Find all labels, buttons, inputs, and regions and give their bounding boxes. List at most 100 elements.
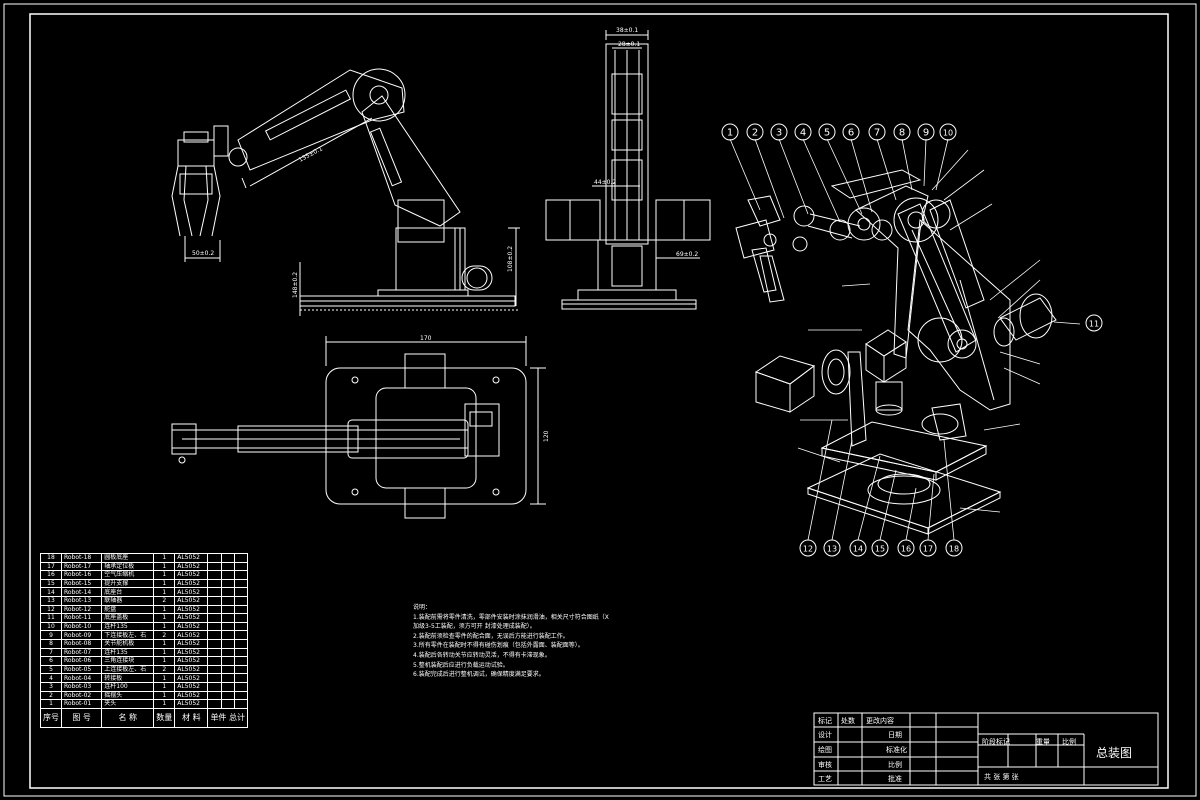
dim-side-length: 135±0.1 xyxy=(298,145,324,163)
bom-cell-mat: AL5052 xyxy=(174,664,209,675)
dim-side-height-right: 108±0.2 xyxy=(507,246,514,272)
bom-cell-code: Robot-09 xyxy=(60,630,103,640)
bom-cell-empty xyxy=(233,638,249,649)
outer-border xyxy=(3,3,1197,797)
balloon-circle xyxy=(842,123,860,141)
balloon-circle xyxy=(939,123,957,141)
dim-front-top2: 28±0.1 xyxy=(618,41,640,48)
bom-cell-name: 轴承定位板 xyxy=(101,561,155,572)
bom-cell-name: 转接板 xyxy=(101,673,155,683)
bom-cell-empty xyxy=(233,604,249,615)
bom-cell-empty xyxy=(220,570,235,580)
tb-sheet: 共 张 第 张 xyxy=(984,773,1019,781)
balloon-circle xyxy=(818,123,836,141)
dim-side-gripper: 50±0.2 xyxy=(192,250,214,257)
bom-cell-no: 9 xyxy=(40,630,62,640)
bom-cell-code: Robot-04 xyxy=(60,673,103,683)
bom-cell-empty xyxy=(207,570,222,580)
front-view xyxy=(545,30,711,310)
bom-cell-no: 14 xyxy=(40,587,62,597)
bom-cell-name: 联轴器 xyxy=(101,595,155,606)
notes-line: 3.所有零件在装配时不得有碰伤划痕（包括外露面、装配面等）。 xyxy=(413,642,584,650)
tb-process: 工艺 xyxy=(818,775,832,783)
bom-cell-name: 连杆100 xyxy=(101,681,155,692)
bom-cell-empty xyxy=(233,587,249,597)
bom-cell-empty xyxy=(220,699,235,709)
bom-cell-code: Robot-17 xyxy=(60,561,103,572)
inner-border xyxy=(29,13,1169,789)
bom-header-qty: 数量 xyxy=(153,707,176,728)
bom-cell-empty xyxy=(207,587,222,597)
title-block: 标记 处数 更改内容 设计 日期 绘图 标准化 审核 比例 工艺 批准 阶段标记… xyxy=(814,713,1158,785)
balloon-circle xyxy=(823,539,841,557)
bom-cell-empty xyxy=(220,587,235,597)
bom-cell-empty xyxy=(233,578,249,589)
bom-cell-code: Robot-03 xyxy=(60,681,103,692)
bom-cell-mat: AL5052 xyxy=(174,656,209,666)
balloon-circle xyxy=(721,123,739,141)
tb-change: 更改内容 xyxy=(866,717,894,725)
notes-title: 说明： xyxy=(413,604,432,611)
bom-cell-qty: 2 xyxy=(153,595,176,606)
bom-cell-empty xyxy=(207,673,222,683)
bom-cell-empty xyxy=(207,553,222,563)
bom-cell-code: Robot-11 xyxy=(60,613,103,623)
bom-cell-empty xyxy=(220,656,235,666)
bom-header-no: 序号 xyxy=(40,707,62,728)
balloon-label: 8 xyxy=(899,128,905,139)
bom-cell-no: 12 xyxy=(40,604,62,615)
bom-cell-empty xyxy=(233,673,249,683)
bom-cell-qty: 1 xyxy=(153,621,176,632)
bom-cell-empty xyxy=(233,613,249,623)
bom-cell-code: Robot-07 xyxy=(60,647,103,658)
bom-cell-no: 11 xyxy=(40,613,62,623)
bom-cell-no: 17 xyxy=(40,561,62,572)
bom-cell-empty xyxy=(233,647,249,658)
bom-cell-empty xyxy=(207,595,222,606)
bom-cell-qty: 1 xyxy=(153,578,176,589)
bom-cell-mat: AL5052 xyxy=(174,570,209,580)
bom-cell-code: Robot-10 xyxy=(60,621,103,632)
bom-cell-empty xyxy=(233,595,249,606)
balloon-circle xyxy=(746,123,764,141)
balloon-circle xyxy=(871,539,889,557)
bom-cell-mat: AL5052 xyxy=(174,647,209,658)
bom-cell-empty xyxy=(233,681,249,692)
bom-cell-code: Robot-02 xyxy=(60,690,103,701)
balloon-label: 3 xyxy=(776,128,782,139)
bom-header-mat: 材 料 xyxy=(174,707,209,728)
balloon-label: 15 xyxy=(875,545,885,554)
bom-cell-empty xyxy=(220,595,235,606)
bom-cell-code: Robot-01 xyxy=(60,699,103,709)
balloon-circle xyxy=(919,539,937,557)
bom-cell-empty xyxy=(220,578,235,589)
bom-cell-empty xyxy=(220,690,235,701)
bom-cell-empty xyxy=(233,656,249,666)
bom-cell-code: Robot-05 xyxy=(60,664,103,675)
bom-cell-name: 摇摆头 xyxy=(101,690,155,701)
bom-cell-empty xyxy=(233,630,249,640)
bom-cell-empty xyxy=(220,638,235,649)
bom-cell-empty xyxy=(207,699,222,709)
bom-cell-no: 16 xyxy=(40,570,62,580)
bom-cell-no: 2 xyxy=(40,690,62,701)
tb-stage: 阶段标记 xyxy=(982,738,1010,746)
bom-cell-qty: 1 xyxy=(153,681,176,692)
bom-cell-empty xyxy=(207,578,222,589)
bom-header-note: 单件 总计 xyxy=(207,707,248,728)
bom-cell-empty xyxy=(207,656,222,666)
dim-side-height-left: 148±0.2 xyxy=(292,272,299,298)
bom-cell-code: Robot-14 xyxy=(60,587,103,597)
bom-cell-empty xyxy=(207,638,222,649)
bom-cell-no: 5 xyxy=(40,664,62,675)
bom-cell-empty xyxy=(207,561,222,572)
